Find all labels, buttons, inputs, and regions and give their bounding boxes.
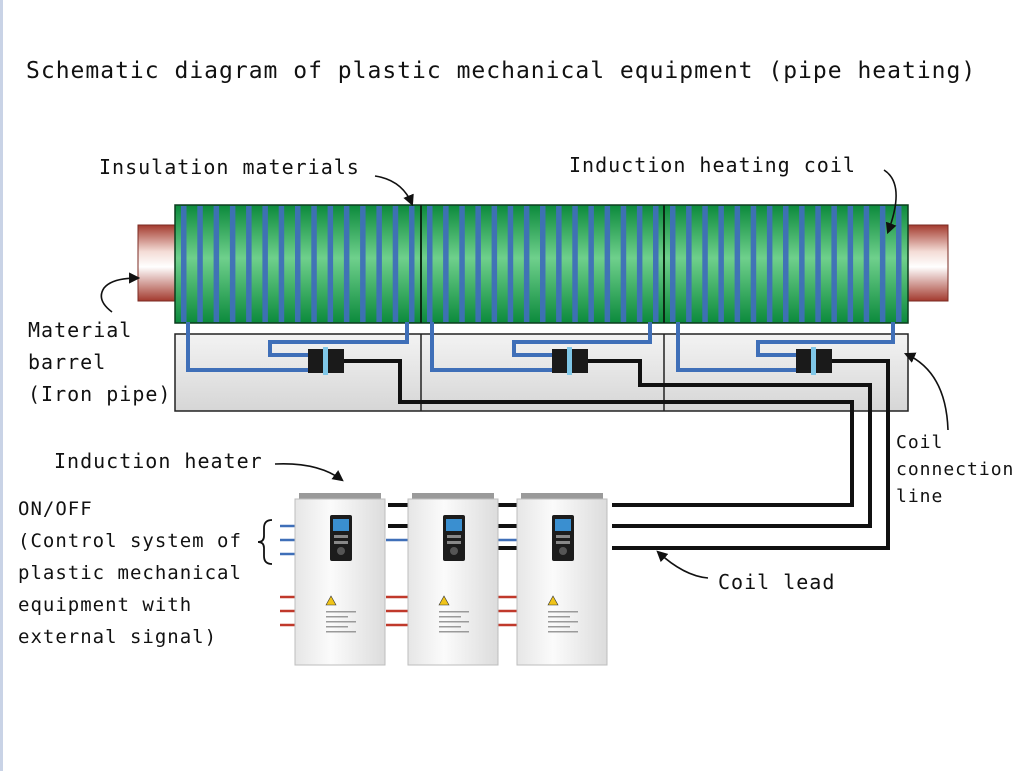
onoff-label-line-2: (Control system of bbox=[18, 530, 242, 552]
coil-turn bbox=[311, 206, 317, 322]
coil-turn bbox=[896, 206, 902, 322]
coil-turn bbox=[556, 206, 562, 322]
coil-lead-label: Coil lead bbox=[718, 570, 836, 594]
coil-turn bbox=[604, 206, 611, 322]
coil-turn bbox=[507, 206, 514, 322]
induction-coil-turns bbox=[181, 206, 902, 322]
terminal-connector-icon bbox=[552, 347, 588, 375]
coil-turn bbox=[491, 206, 498, 322]
coil-turn bbox=[686, 206, 692, 322]
pipe-end-right bbox=[905, 224, 949, 302]
coil-connection-line-label-2: connection bbox=[896, 459, 1015, 480]
coil-turn bbox=[343, 206, 350, 322]
coil-turn bbox=[718, 206, 724, 322]
lower-casing bbox=[174, 333, 909, 412]
onoff-label-line-1: ON/OFF bbox=[18, 498, 93, 520]
induction-heater-unit-icon bbox=[407, 493, 499, 666]
coil-turn bbox=[409, 206, 415, 322]
coil-blue-leads bbox=[186, 322, 895, 372]
coil-turn bbox=[620, 206, 627, 322]
coil-turn bbox=[278, 206, 285, 322]
coil-turn bbox=[815, 206, 821, 322]
coil-turn bbox=[213, 206, 220, 322]
signal-wires bbox=[280, 524, 517, 627]
terminal-connector-icon bbox=[308, 347, 344, 375]
coil-turn bbox=[229, 206, 236, 322]
coil-turn bbox=[475, 206, 481, 322]
coil-turn bbox=[734, 206, 741, 322]
induction-heater-unit-icon bbox=[294, 493, 386, 666]
coil-turn bbox=[540, 206, 546, 322]
coil-turn bbox=[588, 206, 594, 322]
coil-turn bbox=[262, 206, 268, 322]
coil-turn bbox=[879, 206, 886, 322]
insulation-materials-label: Insulation materials bbox=[99, 155, 360, 179]
coil-turn bbox=[831, 206, 837, 322]
pipe-end-left bbox=[137, 224, 179, 302]
coil-turn bbox=[670, 206, 676, 322]
coil-turn bbox=[636, 206, 643, 322]
coil-turn bbox=[376, 206, 382, 322]
onoff-label-line-4: equipment with bbox=[18, 594, 193, 616]
curly-brace-icon bbox=[257, 519, 273, 565]
coil-turn bbox=[246, 206, 252, 322]
coil-connection-line-label-1: Coil bbox=[896, 432, 944, 453]
coil-turn bbox=[443, 206, 449, 322]
coil-connection-lines bbox=[344, 359, 890, 550]
coil-turn bbox=[799, 206, 805, 322]
coil-turn bbox=[847, 206, 854, 322]
coil-turn bbox=[427, 206, 433, 322]
coil-turn bbox=[181, 206, 187, 322]
coil-turn bbox=[327, 206, 334, 322]
coil-turn bbox=[295, 206, 301, 322]
terminal-connector-icon bbox=[796, 347, 832, 375]
coil-connection-line-label-3: line bbox=[896, 486, 944, 507]
coil-turn bbox=[702, 206, 708, 322]
material-barrel-label-line-2: barrel bbox=[28, 350, 107, 374]
coil-turn bbox=[783, 206, 789, 322]
callout-arrows bbox=[100, 169, 949, 579]
material-barrel-label-line-1: Material bbox=[28, 318, 133, 342]
coil-turn bbox=[197, 206, 203, 322]
coil-turn bbox=[572, 206, 578, 322]
page-title: Schematic diagram of plastic mechanical … bbox=[26, 58, 977, 84]
coil-turn bbox=[523, 206, 530, 322]
coil-turn bbox=[459, 206, 465, 322]
coil-turn bbox=[653, 206, 659, 322]
onoff-label-line-5: external signal) bbox=[18, 626, 218, 648]
induction-heating-coil-label: Induction heating coil bbox=[569, 153, 856, 177]
coil-turn bbox=[360, 206, 366, 322]
coil-turn bbox=[766, 206, 773, 322]
material-barrel-label-line-3: (Iron pipe) bbox=[28, 382, 172, 406]
induction-heater-label: Induction heater bbox=[54, 449, 263, 473]
coil-turn bbox=[750, 206, 757, 322]
left-edge-strip bbox=[0, 0, 3, 771]
coil-turn bbox=[392, 206, 399, 322]
onoff-label-line-3: plastic mechanical bbox=[18, 562, 242, 584]
coil-turn bbox=[863, 206, 870, 322]
induction-heater-unit-icon bbox=[516, 493, 608, 666]
